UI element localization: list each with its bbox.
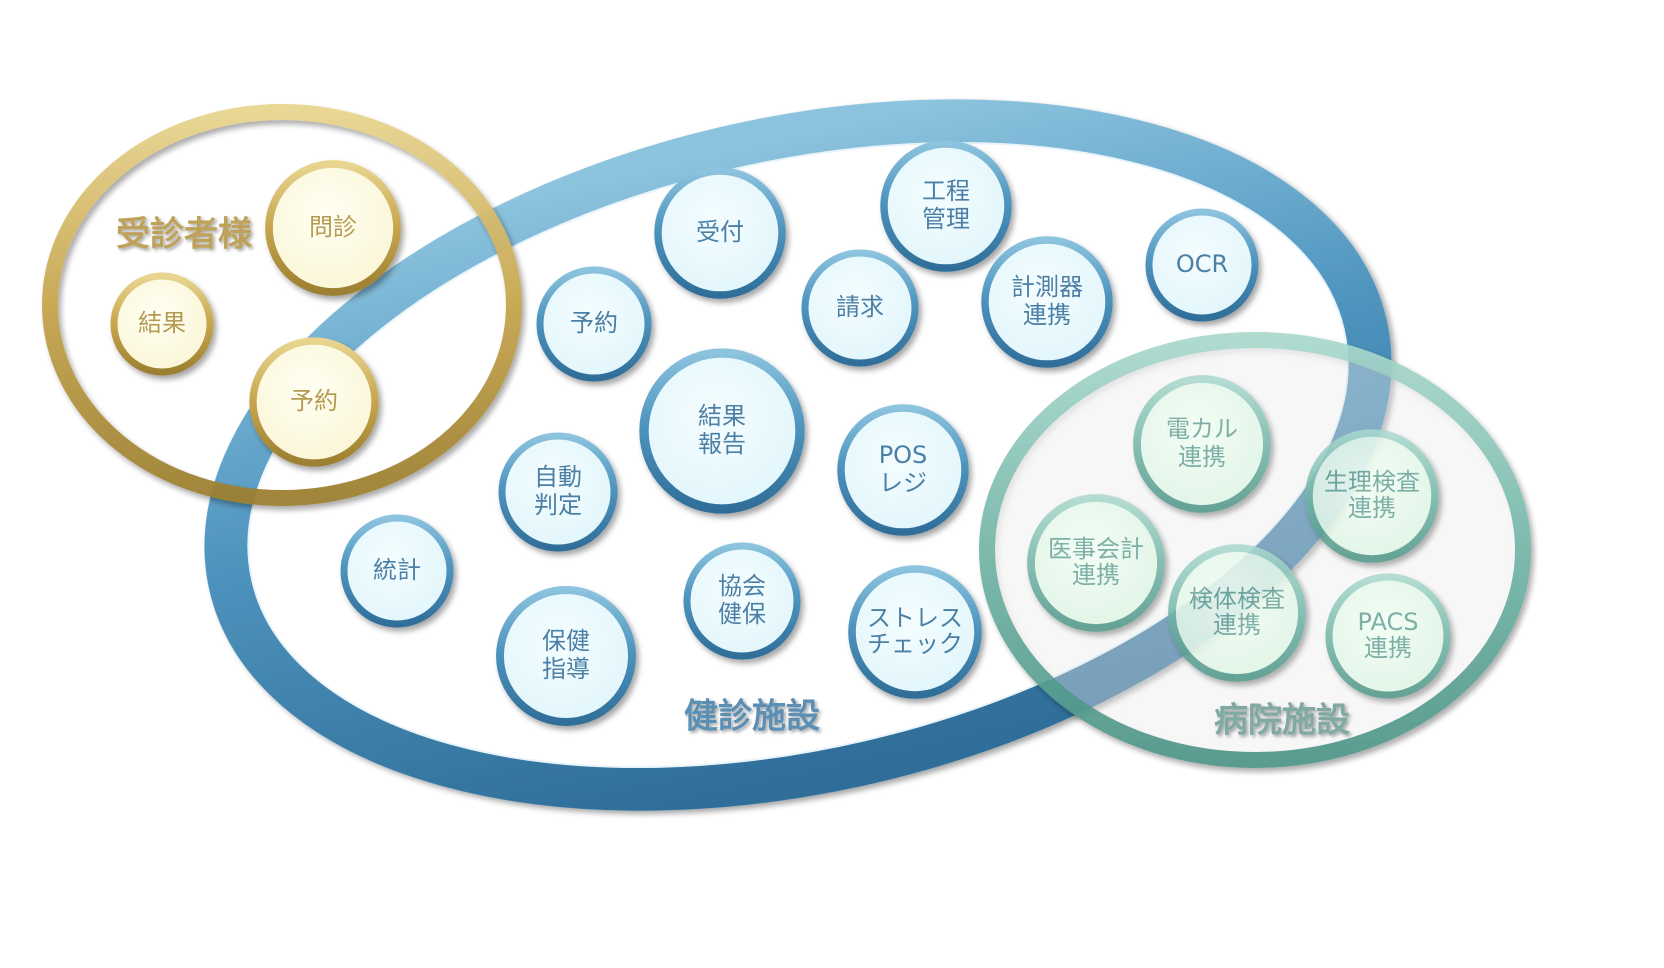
node-label: 計測器連携 (1011, 273, 1083, 329)
node-yoyaku: 予約 (536, 266, 652, 382)
node-hoken-shido: 保健指導 (496, 586, 636, 726)
node-label: 保健指導 (542, 627, 590, 683)
node-circle (265, 160, 401, 296)
node-circle (1027, 494, 1165, 632)
node-circle (340, 514, 454, 628)
node-circle (110, 272, 214, 376)
patient-group (42, 104, 522, 506)
hospital-group-label: 病院施設 (1214, 701, 1350, 741)
node-kyokai-kenpo: 協会健保 (683, 542, 801, 660)
node-label: 統計 (373, 556, 421, 584)
node-label: 請求 (836, 293, 884, 321)
node-label: 予約 (290, 387, 338, 415)
node-uketsuke: 受付 (654, 167, 786, 299)
node-keisokuki-renkei: 計測器連携 (981, 236, 1113, 368)
node-label: 受付 (696, 218, 744, 246)
node-seiri-kensa-renkei: 生理検査連携 (1305, 429, 1439, 563)
node-kotei-kanri: 工程管理 (880, 140, 1012, 272)
facility-ellipse-ring (204, 99, 1392, 811)
facility-group-label: 健診施設 (684, 697, 820, 737)
patient-ellipse-ring (42, 104, 522, 506)
node-denkaru-renkei: 電カル連携 (1133, 375, 1271, 513)
node-kekka-hokoku: 結果報告 (639, 348, 805, 514)
node-label: 問診 (309, 213, 357, 241)
node-circle (498, 432, 618, 552)
node-label: 医事会計連携 (1048, 535, 1144, 589)
node-stress-check: ストレスチェック (848, 565, 982, 699)
node-label: 結果報告 (698, 402, 746, 458)
node-label: 電カル連携 (1166, 415, 1238, 471)
node-seikyu: 請求 (801, 249, 919, 367)
node-circle (496, 586, 636, 726)
node-circle (1168, 544, 1306, 682)
node-monshin: 問診 (265, 160, 401, 296)
node-circle (639, 348, 805, 514)
node-circle (801, 249, 919, 367)
node-label: 結果 (138, 309, 186, 337)
node-label: 予約 (570, 309, 618, 337)
node-yoyaku-patient: 予約 (249, 337, 379, 467)
node-label: 生理検査連携 (1324, 468, 1420, 522)
node-label: 自動判定 (534, 463, 582, 519)
node-kekka: 結果 (110, 272, 214, 376)
node-circle (1305, 429, 1439, 563)
node-circle (536, 266, 652, 382)
node-circle (880, 140, 1012, 272)
node-circle (1325, 573, 1451, 699)
node-label: 協会健保 (718, 572, 766, 628)
node-label: 工程管理 (922, 177, 970, 233)
patient-group-label: 受診者様 (116, 215, 253, 255)
node-circle (837, 404, 969, 536)
node-circle (683, 542, 801, 660)
node-label: 検体検査連携 (1189, 585, 1285, 639)
node-circle (981, 236, 1113, 368)
node-circle (249, 337, 379, 467)
node-kentai-kensa-renkei: 検体検査連携 (1168, 544, 1306, 682)
node-circle (654, 167, 786, 299)
node-circle (848, 565, 982, 699)
node-circle (1133, 375, 1271, 513)
node-circle (1145, 208, 1259, 322)
node-ijikaikei-renkei: 医事会計連携 (1027, 494, 1165, 632)
node-ocr: OCR (1145, 208, 1259, 322)
node-jido-hantei: 自動判定 (498, 432, 618, 552)
node-tokei: 統計 (340, 514, 454, 628)
node-label: OCR (1176, 250, 1228, 278)
node-label: ストレスチェック (867, 604, 963, 658)
